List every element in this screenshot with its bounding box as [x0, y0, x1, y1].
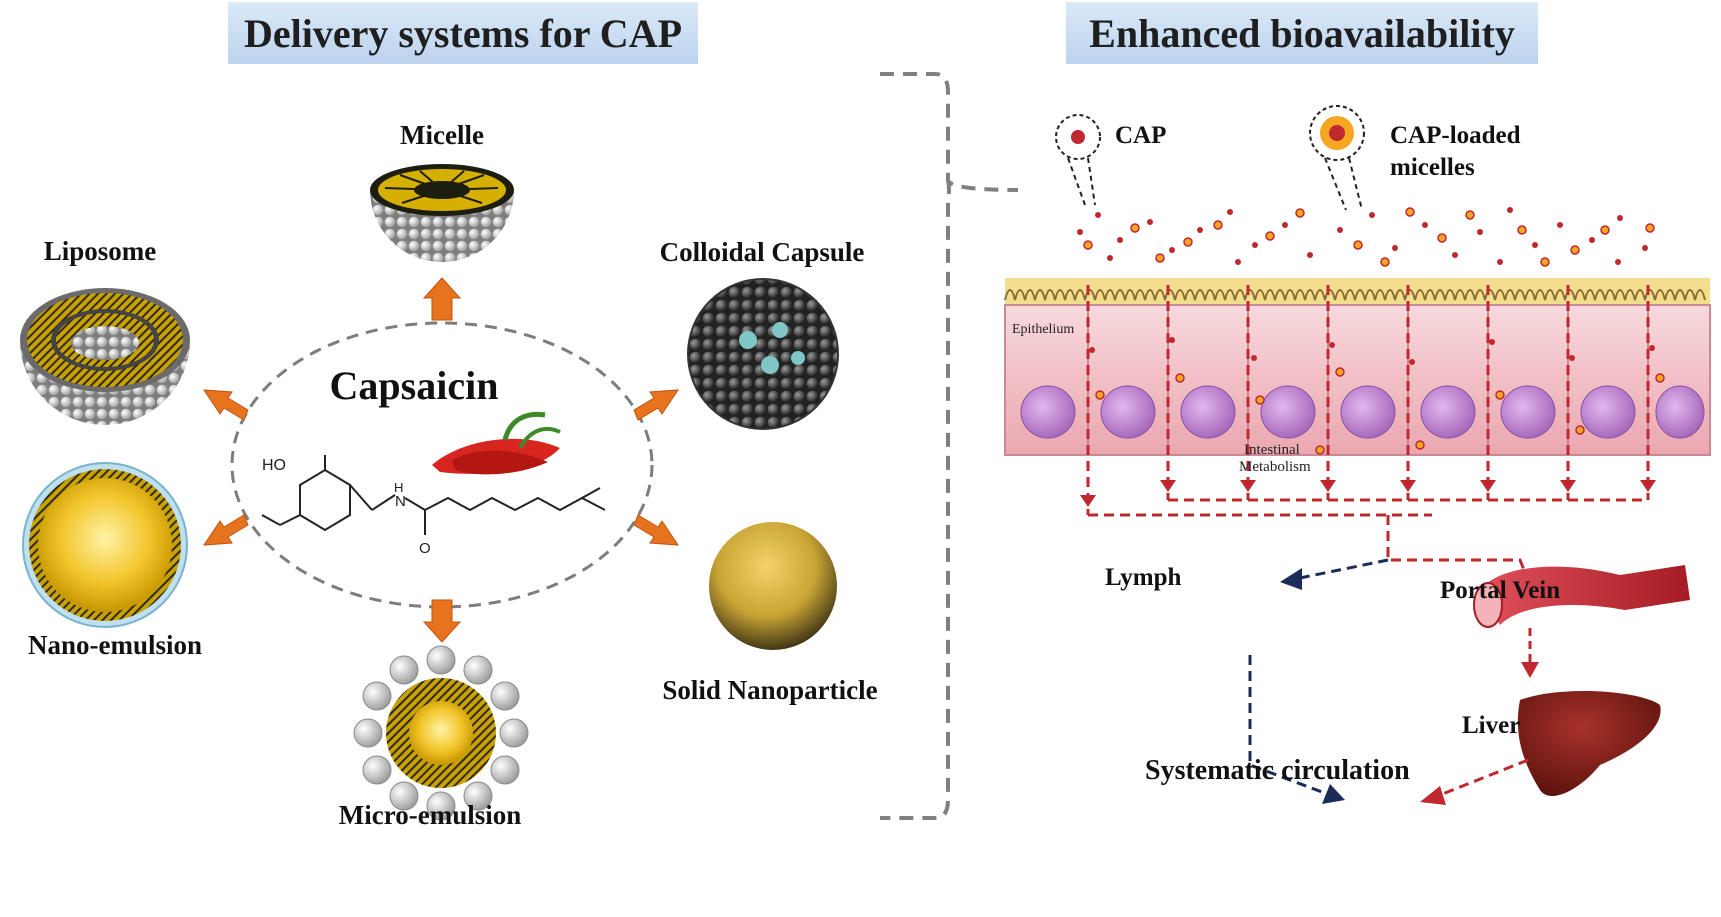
cap-micelles-legend-line1: CAP-loaded — [1390, 122, 1521, 149]
hepatic-metabolism-line2: metabolism — [1395, 665, 1460, 680]
intestinal-metabolism-line2: Metabolism — [1239, 459, 1311, 475]
arrow-to-micro — [422, 599, 462, 643]
grouping-bracket — [880, 72, 1019, 820]
hepatic-metabolism-line1: Hepatic — [1404, 645, 1448, 660]
nano-emulsion-image — [22, 462, 188, 628]
liposome-label: Liposome — [43, 236, 157, 266]
capsaicin-molecule — [261, 455, 606, 535]
particles-cloud — [1077, 207, 1655, 267]
capsaicin-label: Capsaicin — [329, 363, 499, 408]
micelle-label: Micelle — [400, 120, 484, 150]
lymph-arrow-head — [1280, 568, 1302, 590]
molecule-nh-label: H — [394, 480, 403, 495]
capsaicin-ellipse — [230, 321, 654, 609]
cap-micelles-legend-line2: micelles — [1390, 154, 1475, 181]
intestinal-metabolism-line1: Intestinal — [1244, 442, 1300, 458]
arrow-to-liposome — [203, 389, 249, 421]
systematic-circulation-label: Systematic circulation — [1145, 755, 1410, 786]
arrow-to-colloidal — [633, 389, 679, 421]
arrow-to-solid — [633, 514, 679, 546]
colloidal-capsule-image — [687, 278, 839, 430]
arrow-to-micelle — [422, 277, 462, 321]
chili-pepper-icon — [432, 411, 561, 475]
cap-legend-icon — [1071, 130, 1085, 144]
solid-nanoparticle-image — [709, 522, 837, 650]
portal-vein-image — [1473, 565, 1690, 628]
lymph-label: Lymph — [1105, 564, 1182, 591]
micro-emulsion-label: Micro-emulsion — [338, 800, 522, 830]
epithelium-tissue — [1004, 278, 1711, 456]
liver-label: Liver — [1462, 712, 1521, 739]
liposome-image — [20, 288, 190, 425]
micelle-image — [370, 164, 514, 262]
arrow-to-nano — [203, 514, 249, 546]
micro-emulsion-image — [353, 645, 529, 821]
right-panel-title: Enhanced bioavailability — [1066, 2, 1538, 64]
liver-image — [1517, 690, 1661, 796]
molecule-ho-label: HO — [262, 457, 286, 474]
colloidal-capsule-label: Colloidal Capsule — [659, 237, 865, 267]
portal-vein-label: Portal Vein — [1440, 577, 1561, 604]
epithelium-label: Epithelium — [1012, 322, 1075, 337]
molecule-n-label: N — [395, 493, 406, 510]
left-panel-title: Delivery systems for CAP — [228, 2, 698, 64]
cap-legend-label: CAP — [1115, 122, 1167, 149]
molecule-o-label: O — [419, 540, 431, 557]
solid-nanoparticle-label: Solid Nanoparticle — [662, 675, 878, 705]
nano-emulsion-label: Nano-emulsion — [27, 630, 203, 660]
